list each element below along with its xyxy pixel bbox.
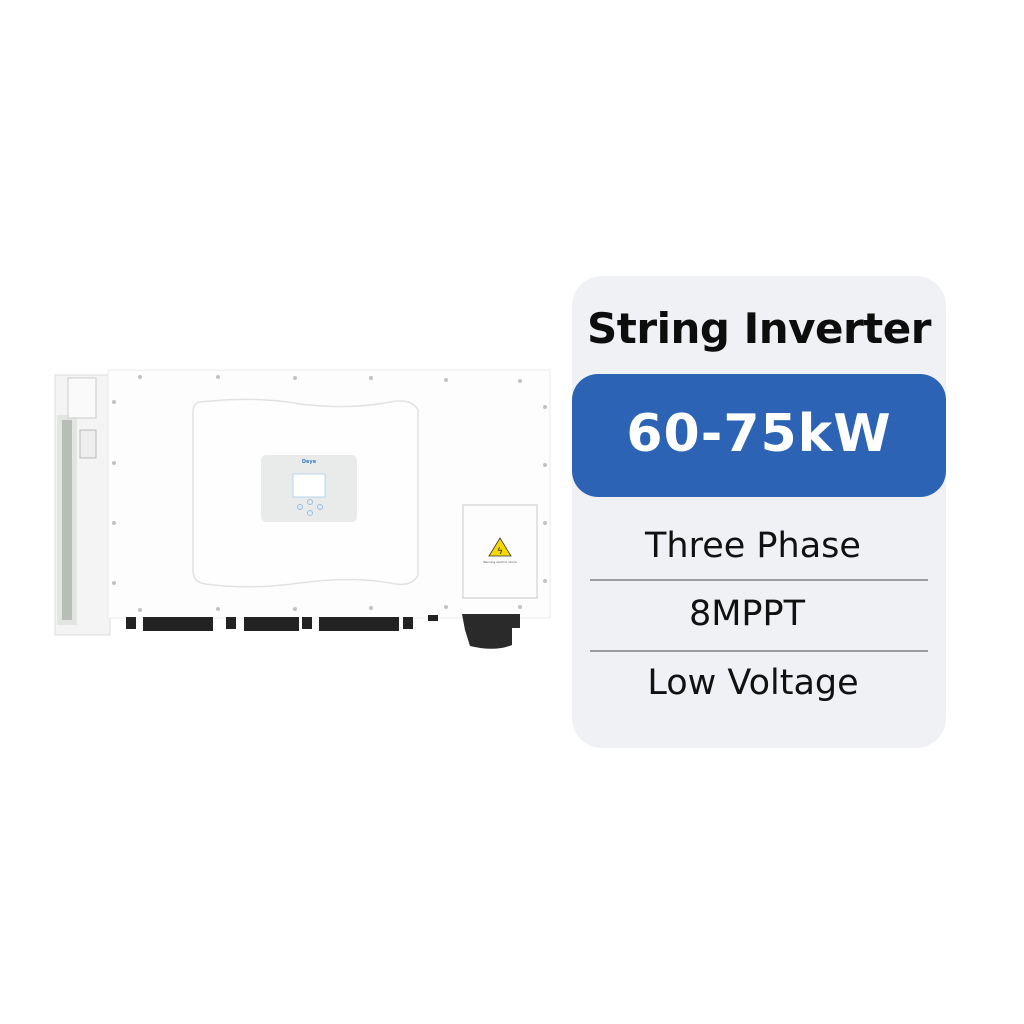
divider bbox=[590, 650, 928, 652]
spec-voltage: Low Voltage bbox=[647, 663, 859, 703]
warning-triangle-icon bbox=[488, 537, 512, 557]
warning-label: Warning electric shock bbox=[483, 560, 517, 564]
connectors bbox=[126, 614, 520, 649]
power-range-band: 60-75kW bbox=[572, 374, 946, 497]
card-title: String Inverter bbox=[587, 304, 931, 353]
display-module: Deye bbox=[261, 455, 357, 522]
divider bbox=[590, 579, 928, 581]
spec-mppt: 8MPPT bbox=[688, 594, 806, 634]
mounting-bracket bbox=[54, 374, 111, 636]
power-range: 60-75kW bbox=[626, 404, 892, 464]
brand-logo: Deye bbox=[302, 459, 317, 465]
cable-gland bbox=[462, 614, 520, 649]
svg-text:ϟ: ϟ bbox=[497, 547, 503, 557]
spec-phase: Three Phase bbox=[645, 526, 861, 566]
spec-card: String Inverter 60-75kW Three Phase 8MPP… bbox=[572, 276, 946, 748]
screws bbox=[112, 375, 547, 612]
lcd-screen bbox=[292, 473, 326, 498]
wiring-cover: ϟ Warning electric shock bbox=[462, 504, 538, 599]
